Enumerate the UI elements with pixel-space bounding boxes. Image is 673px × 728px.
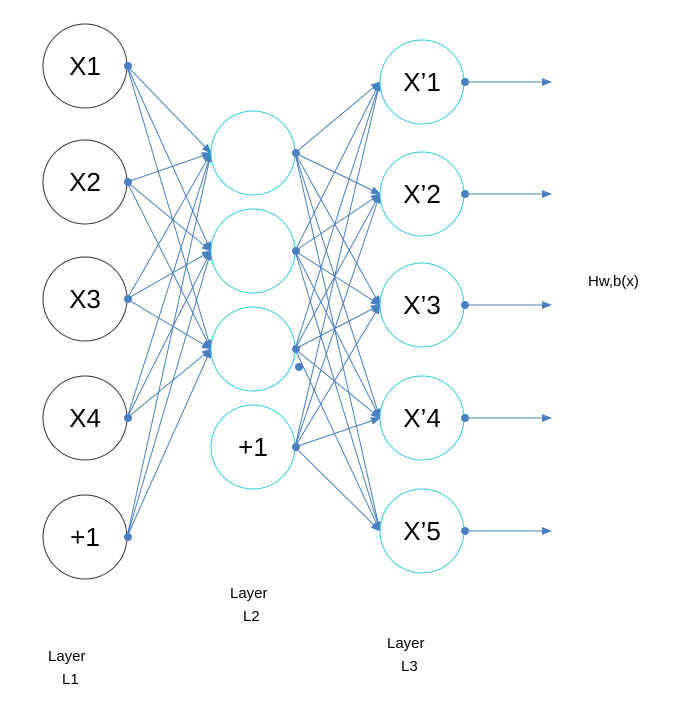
output-dot-1: [461, 190, 469, 198]
output-dot-0: [461, 78, 469, 86]
edge-l2-1-to-l3-3: [294, 250, 381, 419]
layer-l1-label-line1: Layer: [48, 648, 86, 665]
edge-l2-0-to-l3-3: [294, 152, 382, 419]
edge-l2-1-to-l3-2: [294, 250, 381, 306]
output-label: Hw,b(x): [588, 273, 639, 290]
hidden-node-label-3: +1: [238, 432, 268, 462]
output-dot-3: [461, 414, 469, 422]
edge-l2-0-to-l3-1: [294, 152, 381, 195]
hidden-node-0: [210, 110, 296, 196]
output-dot-2: [461, 301, 469, 309]
output-node-label-3: X’4: [403, 403, 441, 433]
edge-l2-3-to-l3-2: [294, 304, 381, 448]
hidden-node-2: [210, 306, 296, 392]
edge-l1-1-to-l2-2: [126, 181, 212, 350]
output-dot-4: [461, 527, 469, 535]
edge-l2-2-to-l3-2: [294, 304, 381, 350]
edge-l1-1-to-l2-0: [126, 152, 212, 183]
input-dot-2: [124, 295, 132, 303]
edge-l1-0-to-l2-0: [126, 65, 212, 154]
input-node-label-4: +1: [70, 522, 100, 552]
input-dot-0: [124, 62, 132, 70]
edge-l2-3-to-l3-0: [294, 81, 382, 448]
edge-l2-1-to-l3-4: [294, 250, 382, 532]
edge-l2-1-to-l3-1: [294, 193, 381, 252]
hidden-dot-3: [292, 443, 300, 451]
output-node-label-0: X’1: [403, 67, 441, 97]
edge-l1-0-to-l2-1: [126, 65, 212, 252]
input-dot-4: [124, 533, 132, 541]
edge-l2-2-to-l3-1: [294, 193, 381, 350]
input-dot-3: [124, 414, 132, 422]
edge-l2-0-to-l3-0: [294, 81, 381, 154]
input-node-label-3: X4: [69, 403, 101, 433]
edge-l2-3-to-l3-3: [294, 417, 381, 448]
layer-l3-label-line2: L3: [401, 658, 418, 675]
hidden-extra-dot: [295, 363, 303, 371]
layer-l2-label-line1: Layer: [230, 585, 268, 602]
hidden-dot-1: [292, 247, 300, 255]
edge-l1-2-to-l2-2: [126, 298, 212, 350]
edge-l1-3-to-l2-0: [126, 152, 213, 419]
edge-l2-2-to-l3-3: [294, 348, 381, 419]
hidden-node-1: [210, 208, 296, 294]
edge-l2-2-to-l3-0: [294, 81, 382, 350]
edge-l2-3-to-l3-4: [294, 446, 381, 532]
output-node-label-1: X’2: [403, 179, 441, 209]
edge-l1-1-to-l2-1: [126, 181, 212, 252]
edge-l1-3-to-l2-1: [126, 250, 212, 419]
edge-l2-0-to-l3-4: [294, 152, 382, 532]
connection-dots: [124, 62, 469, 541]
layer-l3-label-line1: Layer: [387, 635, 425, 652]
input-dot-1: [124, 178, 132, 186]
input-node-label-1: X2: [69, 167, 101, 197]
input-node-label-0: X1: [69, 51, 101, 81]
layer-l1-label-line2: L1: [62, 671, 79, 688]
output-node-label-2: X’3: [403, 290, 441, 320]
edge-l2-0-to-l3-2: [294, 152, 381, 306]
edge-l1-0-to-l2-2: [126, 65, 213, 350]
edge-l1-2-to-l2-1: [126, 250, 212, 300]
edge-l1-2-to-l2-0: [126, 152, 212, 300]
connections: [126, 65, 382, 538]
edge-l1-4-to-l2-1: [126, 250, 213, 538]
edge-l1-4-to-l2-0: [126, 152, 213, 538]
edge-l1-4-to-l2-2: [126, 348, 212, 538]
input-node-label-2: X3: [69, 284, 101, 314]
output-arrows: [464, 78, 552, 535]
edge-l2-1-to-l3-0: [294, 81, 381, 252]
output-node-label-4: X’5: [403, 516, 441, 546]
layer-l2-label-line2: L2: [243, 608, 260, 625]
edge-l2-2-to-l3-4: [294, 348, 381, 532]
hidden-dot-2: [292, 345, 300, 353]
edge-l1-3-to-l2-2: [126, 348, 212, 419]
hidden-dot-0: [292, 149, 300, 157]
edge-l2-3-to-l3-1: [294, 193, 381, 448]
